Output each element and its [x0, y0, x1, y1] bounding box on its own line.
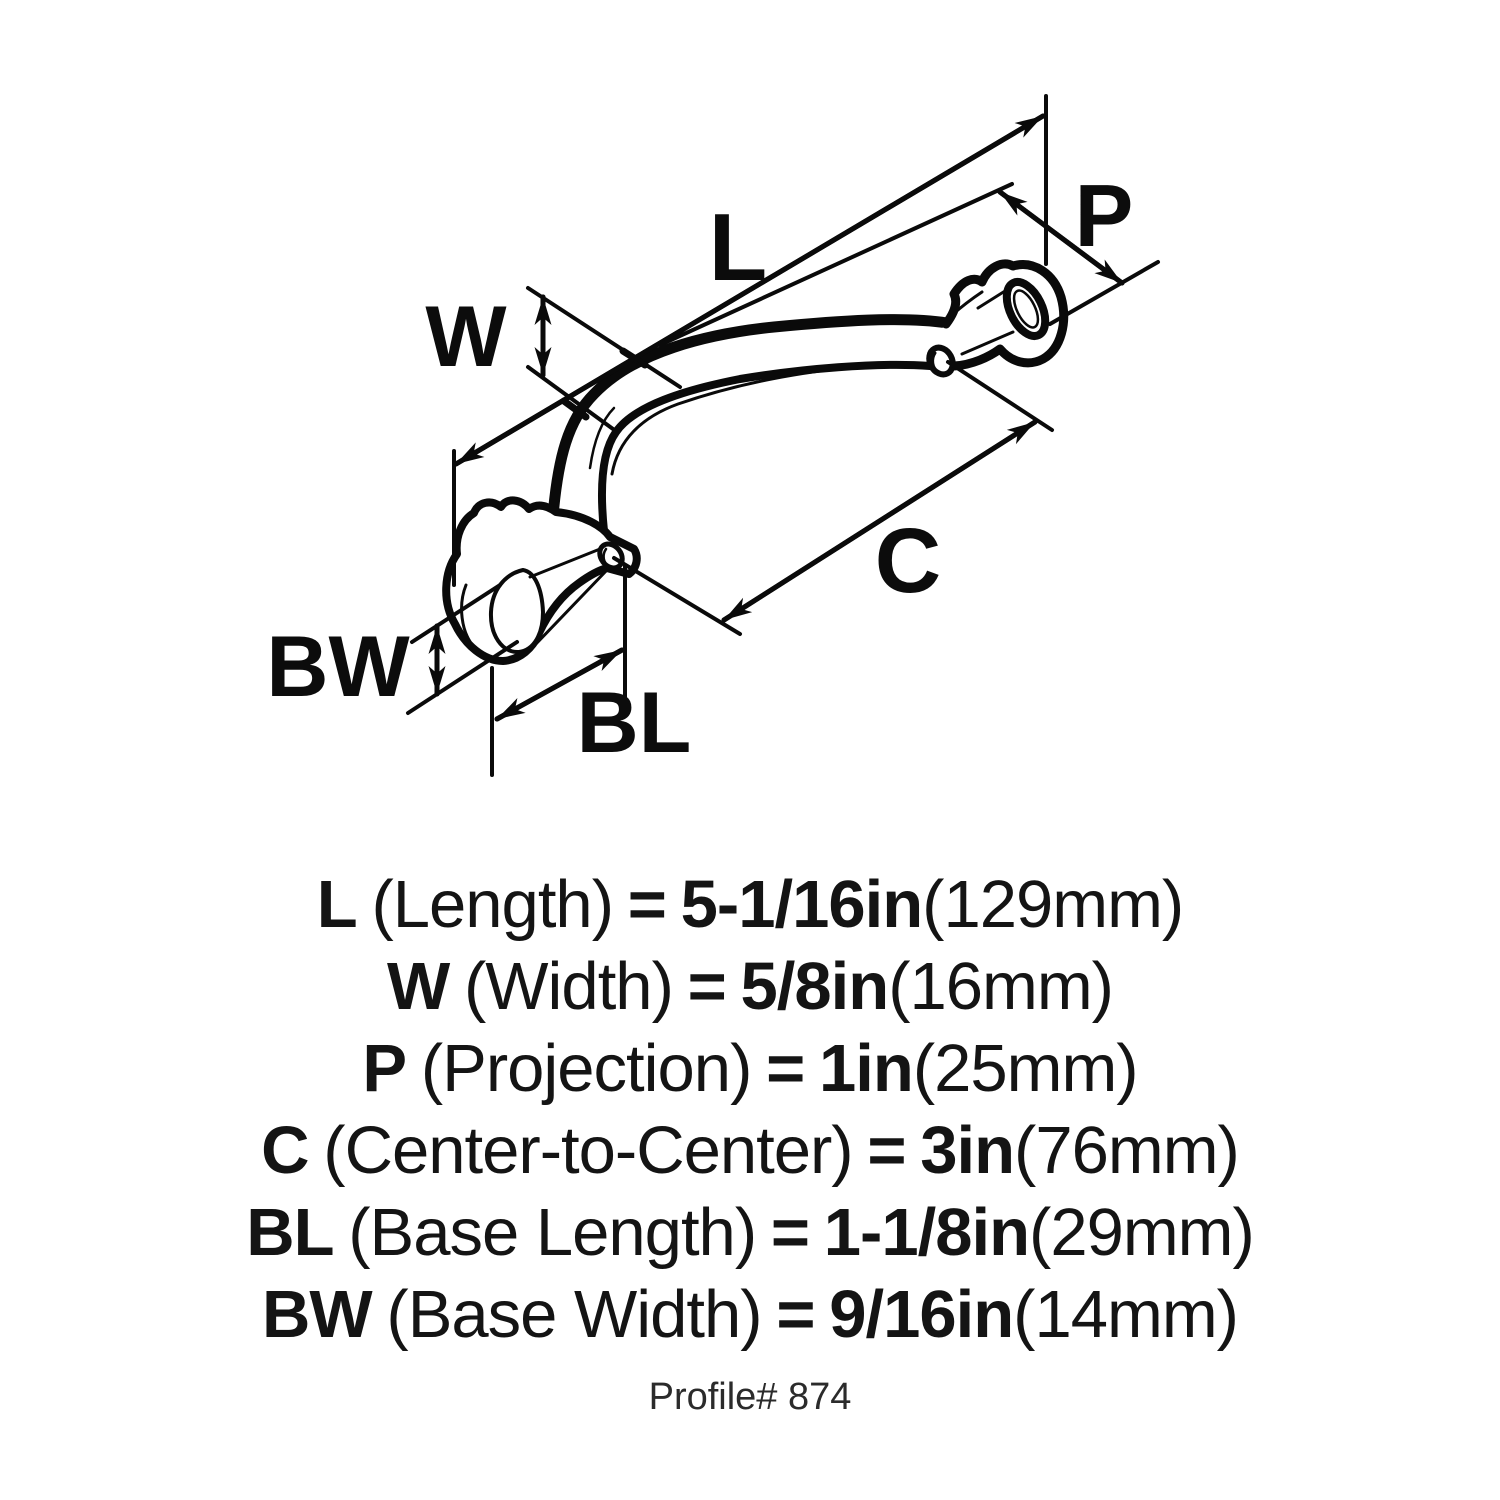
dimension-p — [658, 182, 1160, 347]
dimension-w — [526, 286, 682, 431]
spec-name: (Length) — [371, 867, 614, 942]
spec-code: W — [387, 949, 450, 1024]
spec-equals: = — [776, 1277, 815, 1352]
spec-metric: (16mm) — [888, 949, 1114, 1024]
spec-row-width: W(Width)=5/8in(16mm) — [0, 946, 1500, 1028]
diagram-area: L P W C BW BL — [266, 94, 1160, 777]
spec-value: 1in — [819, 1031, 914, 1106]
dimension-label-p: P — [1075, 166, 1134, 265]
spec-code: C — [261, 1113, 309, 1188]
spec-name: (Center-to-Center) — [323, 1113, 853, 1188]
spec-equals: = — [627, 867, 667, 942]
spec-metric: (25mm) — [912, 1031, 1139, 1106]
spec-equals: = — [687, 949, 727, 1024]
spec-row-length: L(Length)=5-1/16in(129mm) — [0, 864, 1500, 946]
ferrule-opening — [1002, 278, 1050, 340]
spec-row-base-width: BW(Base Width)=9/16in(14mm) — [0, 1274, 1500, 1356]
spec-metric: (14mm) — [1013, 1277, 1239, 1352]
spec-row-projection: P(Projection)=1in(25mm) — [0, 1028, 1500, 1110]
product-dimension-diagram: L P W C BW BL — [266, 94, 1160, 777]
spec-value: 1-1/8in — [823, 1195, 1030, 1270]
handle-strap — [547, 314, 953, 535]
spec-metric: (29mm) — [1029, 1195, 1255, 1270]
handle-right-ferrule — [926, 259, 1069, 378]
spec-name: (Width) — [464, 949, 674, 1024]
dimension-spec-list: L(Length)=5-1/16in(129mm) W(Width)=5/8in… — [0, 864, 1500, 1356]
spec-equals: = — [770, 1195, 810, 1270]
dimension-label-c: C — [875, 510, 941, 612]
handle-left-foot — [442, 496, 641, 665]
spec-value: 5/8in — [740, 949, 890, 1024]
spec-name: (Projection) — [420, 1031, 753, 1106]
dimension-label-w: W — [425, 289, 507, 385]
foot-trumpet-mouth — [488, 568, 545, 654]
dimension-label-l: L — [709, 194, 768, 301]
spec-code: L — [316, 867, 358, 942]
dimension-label-bw: BW — [266, 619, 410, 715]
spec-row-base-length: BL(Base Length)=1-1/8in(29mm) — [0, 1192, 1500, 1274]
spec-value: 3in — [920, 1113, 1015, 1188]
spec-value: 5-1/16in — [680, 867, 924, 942]
spec-code: BL — [246, 1195, 334, 1270]
pull-handle-drawing — [442, 259, 1069, 665]
profile-number: Profile# 874 — [648, 1376, 852, 1418]
dimension-label-bl: BL — [577, 675, 692, 771]
spec-code: P — [362, 1031, 407, 1106]
spec-row-center-to-center: C(Center-to-Center)=3in(76mm) — [0, 1110, 1500, 1192]
spec-name: (Base Length) — [348, 1195, 757, 1270]
spec-equals: = — [766, 1031, 805, 1106]
spec-metric: (129mm) — [922, 867, 1184, 942]
spec-value: 9/16in — [829, 1277, 1014, 1352]
dimension-c — [612, 360, 1054, 636]
spec-name: (Base Width) — [386, 1277, 762, 1352]
dimension-bl — [490, 563, 627, 777]
spec-code: BW — [262, 1277, 373, 1352]
spec-metric: (76mm) — [1014, 1113, 1240, 1188]
dimension-bw — [406, 583, 519, 715]
spec-equals: = — [867, 1113, 906, 1188]
